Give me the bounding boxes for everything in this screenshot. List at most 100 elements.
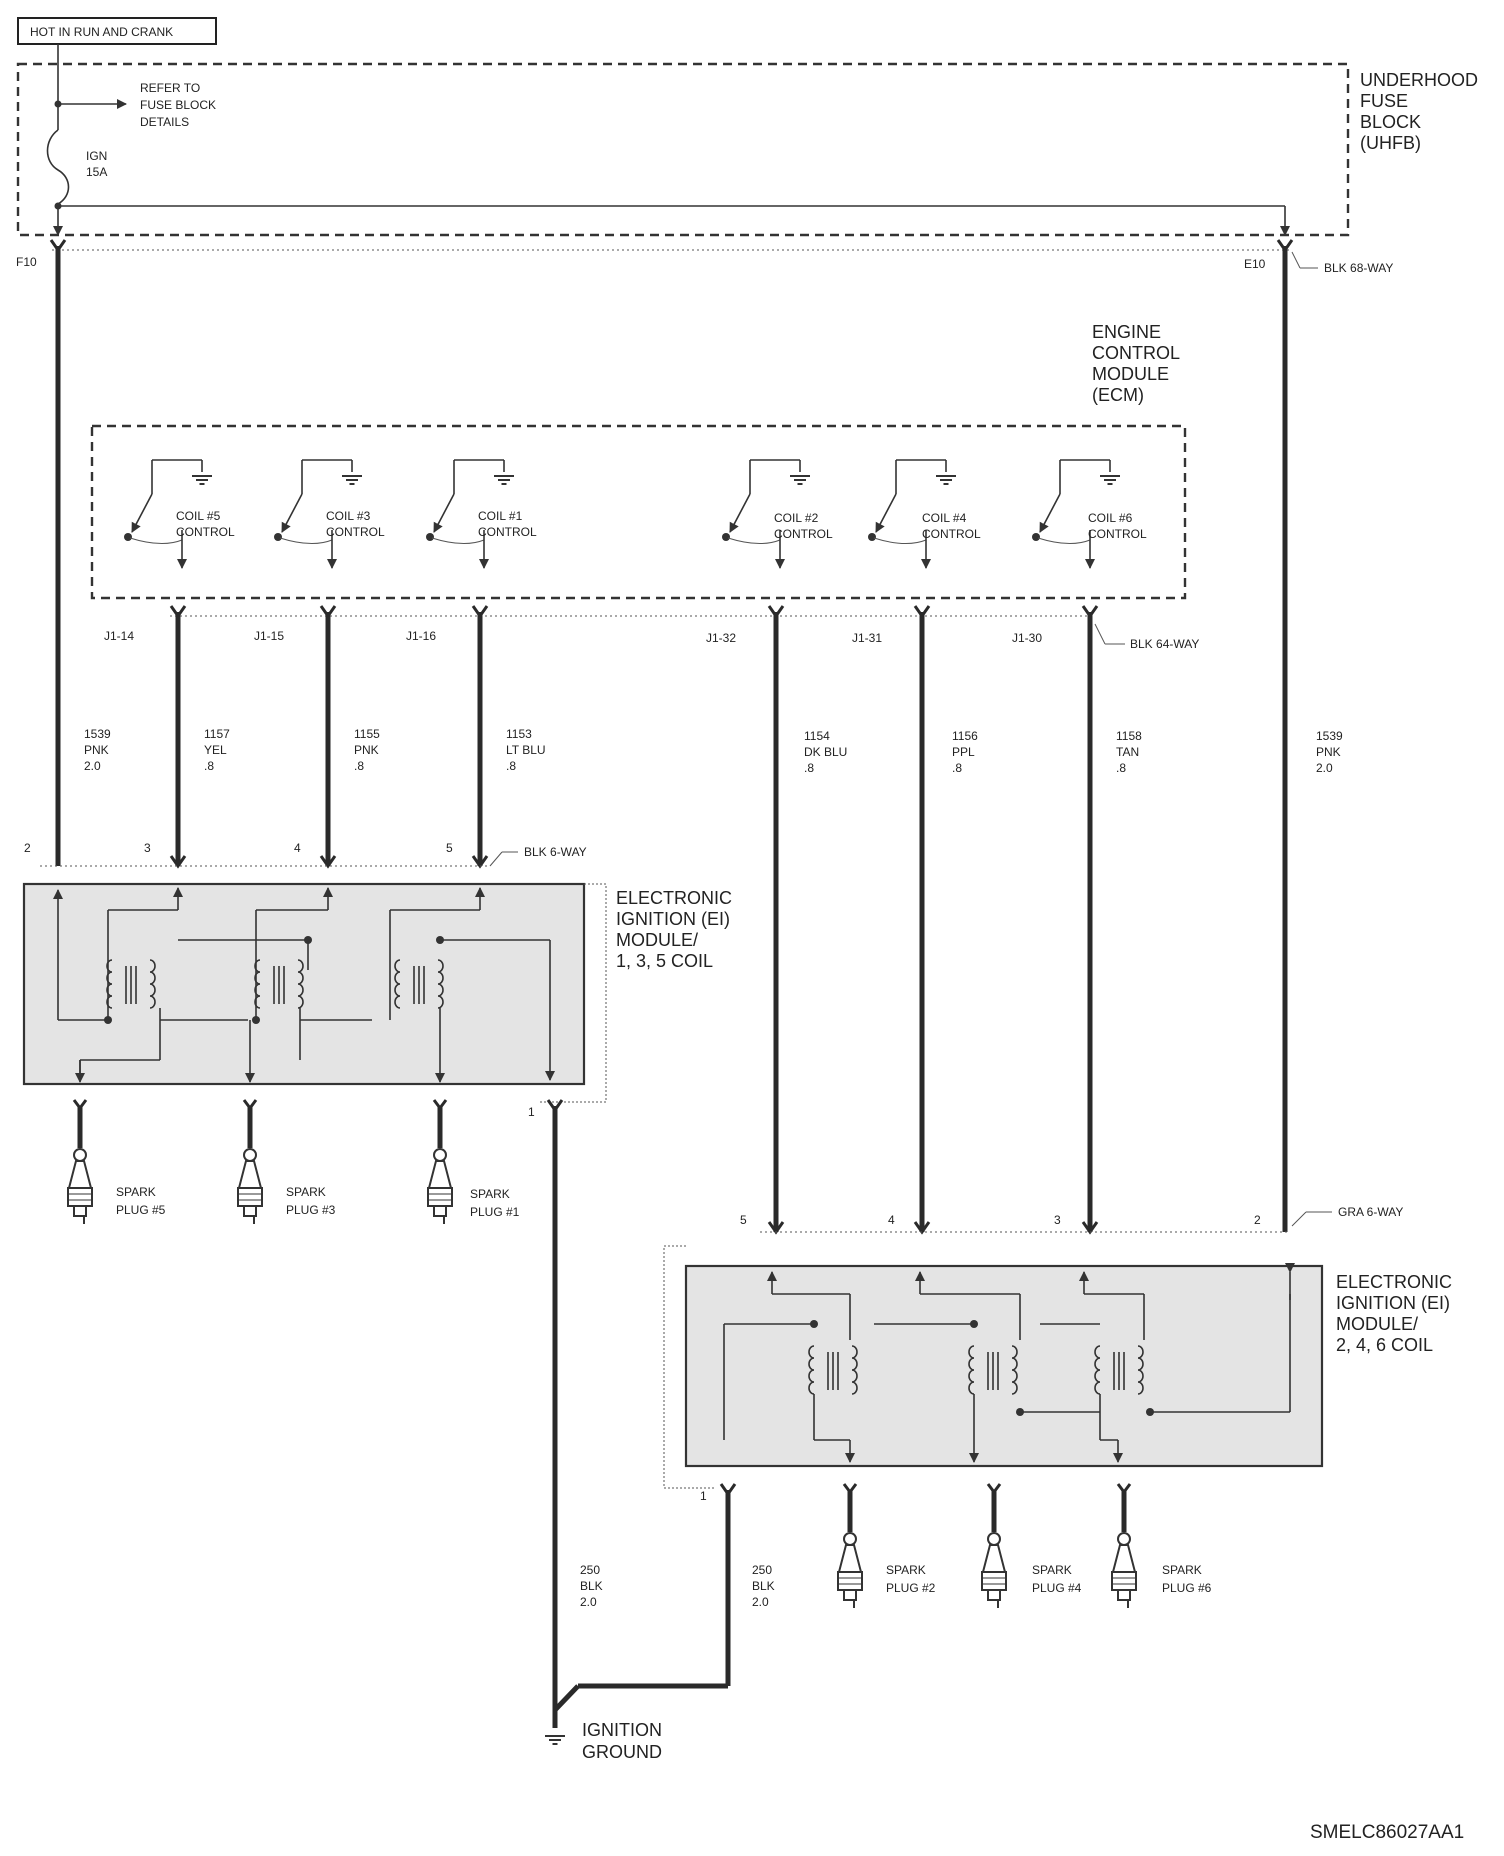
coil-2-label: COIL #2: [774, 511, 819, 525]
svg-text:IGNITION (EI): IGNITION (EI): [1336, 1293, 1450, 1313]
wire-1539-left: [49, 239, 67, 866]
ecm-title: ENGINE CONTROL MODULE (ECM): [1092, 322, 1180, 405]
svg-text:2.0: 2.0: [752, 1595, 769, 1609]
svg-text:1157: 1157: [204, 727, 230, 741]
coil-3-label: COIL #3: [326, 509, 371, 523]
svg-text:TAN: TAN: [1116, 745, 1139, 759]
svg-text:1153: 1153: [506, 727, 532, 741]
svg-text:250: 250: [580, 1563, 600, 1577]
svg-text:2, 4, 6 COIL: 2, 4, 6 COIL: [1336, 1335, 1433, 1355]
svg-text:1154: 1154: [804, 729, 830, 743]
svg-text:1539: 1539: [84, 727, 111, 741]
fuse-name: IGN: [86, 149, 107, 163]
svg-text:PLUG #6: PLUG #6: [1162, 1581, 1212, 1595]
svg-text:ELECTRONIC: ELECTRONIC: [616, 888, 732, 908]
svg-text:1539: 1539: [1316, 729, 1343, 743]
spark-plug-2-symbol: [838, 1484, 862, 1608]
svg-text:UNDERHOOD: UNDERHOOD: [1360, 70, 1478, 90]
svg-text:J1-30: J1-30: [1012, 631, 1042, 645]
ignition-ground-icon: [544, 1735, 566, 1745]
wire-250-a: [546, 1099, 564, 1710]
svg-text:.8: .8: [1116, 761, 1126, 775]
svg-text:(UHFB): (UHFB): [1360, 133, 1421, 153]
ei-a-ground-pin: 1: [528, 1105, 535, 1119]
svg-text:ELECTRONIC: ELECTRONIC: [1336, 1272, 1452, 1292]
svg-text:SPARK: SPARK: [886, 1563, 926, 1577]
svg-text:PNK: PNK: [354, 743, 379, 757]
ignition-ground-label-1: IGNITION: [582, 1720, 662, 1740]
spark-plug-6-symbol: [1112, 1484, 1136, 1608]
svg-text:DK BLU: DK BLU: [804, 745, 847, 759]
svg-text:3: 3: [1054, 1213, 1061, 1227]
ecm-box: [90, 424, 1187, 600]
svg-text:250: 250: [752, 1563, 772, 1577]
svg-text:4: 4: [294, 841, 301, 855]
svg-text:1155: 1155: [354, 727, 380, 741]
svg-text:.8: .8: [506, 759, 516, 773]
ei-a-pins: 2 3 4 5: [24, 841, 453, 855]
ignition-ground-label-2: GROUND: [582, 1742, 662, 1762]
svg-text:REFER TO: REFER TO: [140, 81, 200, 95]
ei-a-title: ELECTRONIC IGNITION (EI) MODULE/ 1, 3, 5…: [616, 888, 732, 971]
svg-text:CONTROL: CONTROL: [176, 525, 235, 539]
ei-b-title: ELECTRONIC IGNITION (EI) MODULE/ 2, 4, 6…: [1336, 1272, 1452, 1355]
fuse-block-title: UNDERHOOD FUSE BLOCK (UHFB): [1360, 70, 1478, 153]
wire-labels: 1539 PNK 2.0 1157 YEL .8 1155 PNK .8 115…: [84, 727, 1343, 1609]
svg-text:PLUG #2: PLUG #2: [886, 1581, 936, 1595]
svg-text:CONTROL: CONTROL: [478, 525, 537, 539]
svg-text:1156: 1156: [952, 729, 978, 743]
ecm-switches: [124, 460, 1120, 568]
svg-text:PLUG #1: PLUG #1: [470, 1205, 520, 1219]
svg-text:J1-16: J1-16: [406, 629, 436, 643]
svg-text:2: 2: [1254, 1213, 1261, 1227]
control-wire-0: [169, 605, 187, 869]
svg-text:CONTROL: CONTROL: [1088, 527, 1147, 541]
ei-b-ground-pin: 1: [700, 1489, 707, 1503]
svg-text:J1-31: J1-31: [852, 631, 882, 645]
fuse-rating: 15A: [86, 165, 107, 179]
svg-text:J1-32: J1-32: [706, 631, 736, 645]
svg-text:1, 3, 5 COIL: 1, 3, 5 COIL: [616, 951, 713, 971]
diagram-id: SMELC86027AA1: [1310, 1822, 1464, 1843]
svg-text:CONTROL: CONTROL: [326, 525, 385, 539]
svg-text:YEL: YEL: [204, 743, 227, 757]
svg-text:J1-14: J1-14: [104, 629, 134, 643]
svg-text:2.0: 2.0: [580, 1595, 597, 1609]
ei-b-pins: 5 4 3 2: [740, 1213, 1261, 1227]
spark-plug-1-symbol: [428, 1100, 452, 1224]
control-wire-2: [471, 605, 489, 869]
spark-plug-4-symbol: [982, 1484, 1006, 1608]
ei-module-b-box: [684, 1264, 1324, 1468]
svg-text:J1-15: J1-15: [254, 629, 284, 643]
svg-text:PLUG #3: PLUG #3: [286, 1203, 336, 1217]
wire-250-b: [552, 1483, 737, 1728]
svg-text:PPL: PPL: [952, 745, 975, 759]
svg-text:SPARK: SPARK: [470, 1187, 510, 1201]
spark-plug-labels-a: SPARK PLUG #5 SPARK PLUG #3 SPARK PLUG #…: [116, 1185, 520, 1219]
svg-text:2.0: 2.0: [84, 759, 101, 773]
terminal-f10: F10: [16, 255, 37, 269]
coil-5-label: COIL #5: [176, 509, 221, 523]
svg-text:.8: .8: [952, 761, 962, 775]
coil-4-label: COIL #4: [922, 511, 967, 525]
svg-text:FUSE BLOCK: FUSE BLOCK: [140, 98, 216, 112]
svg-text:3: 3: [144, 841, 151, 855]
svg-text:CONTROL: CONTROL: [922, 527, 981, 541]
coil-1-label: COIL #1: [478, 509, 523, 523]
svg-text:PNK: PNK: [1316, 745, 1341, 759]
ei-module-a-internal: [53, 887, 555, 1083]
hot-in-run-box: [17, 17, 217, 45]
svg-text:ENGINE: ENGINE: [1092, 322, 1161, 342]
ei-b-connector: GRA 6-WAY: [1338, 1205, 1403, 1219]
svg-text:MODULE/: MODULE/: [616, 930, 698, 950]
ei-module-b-internal: [723, 1263, 1295, 1463]
ei-a-connector: BLK 6-WAY: [524, 845, 587, 859]
svg-text:(ECM): (ECM): [1092, 385, 1144, 405]
ei-module-a-box: [22, 882, 586, 1086]
svg-text:1158: 1158: [1116, 729, 1142, 743]
hot-in-run-label: HOT IN RUN AND CRANK: [30, 25, 173, 39]
svg-text:PNK: PNK: [84, 743, 109, 757]
uhfb-connector: BLK 68-WAY: [1324, 261, 1393, 275]
svg-text:MODULE: MODULE: [1092, 364, 1169, 384]
